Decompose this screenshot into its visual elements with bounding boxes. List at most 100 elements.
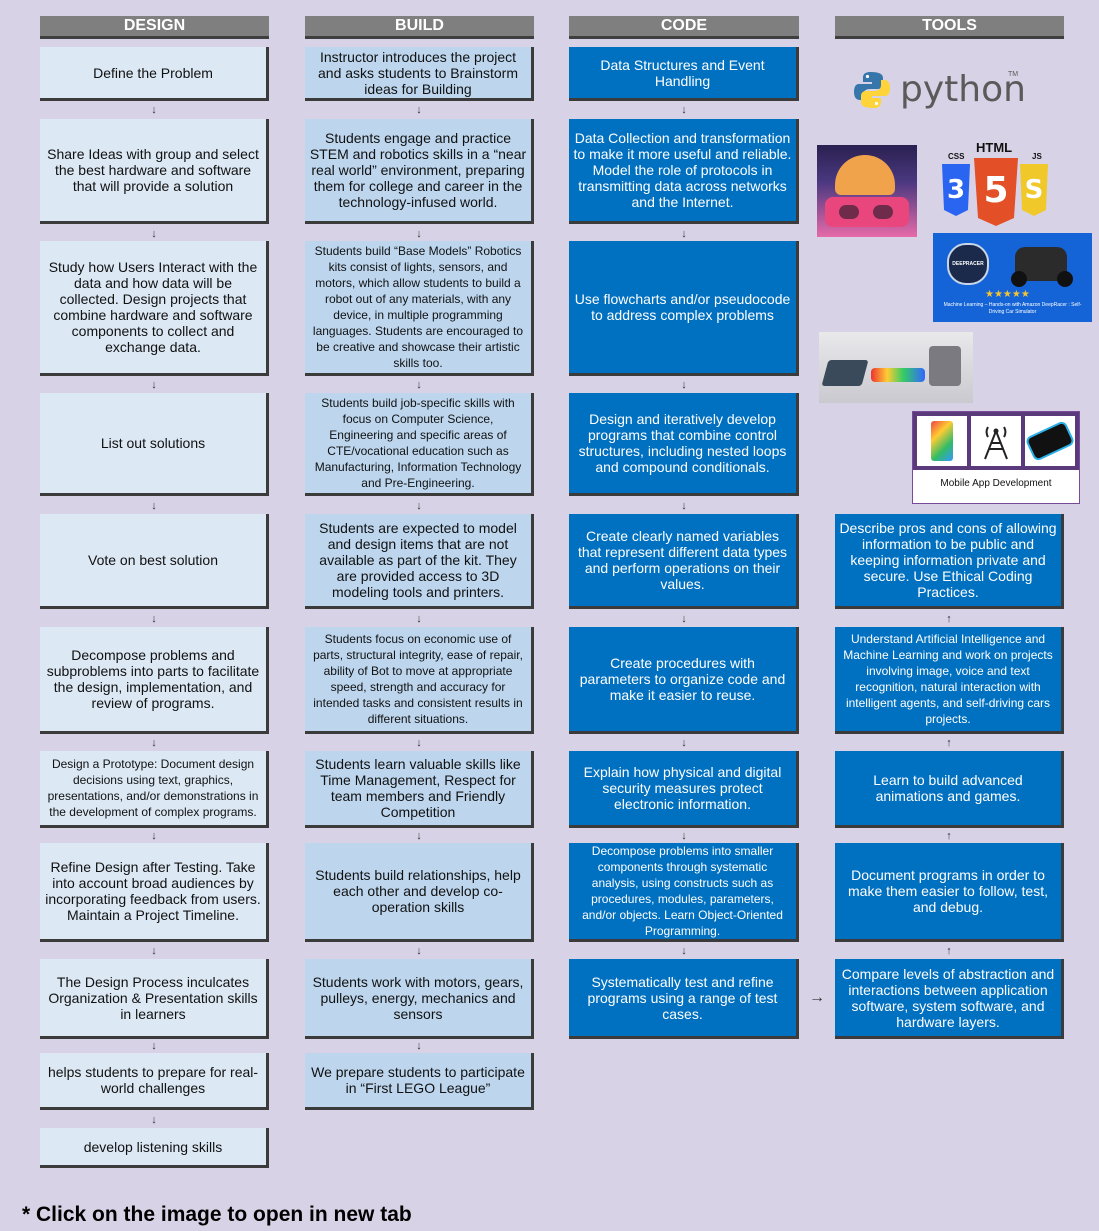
design-step-text: Vote on best solution (88, 552, 218, 568)
build-step-2: Students engage and practice STEM and ro… (305, 119, 534, 224)
design-step-text: Study how Users Interact with the data a… (48, 259, 258, 355)
build-step-text: Students learn valuable skills like Time… (315, 756, 521, 820)
code-step-9: Systematically test and refine programs … (569, 959, 799, 1039)
design-step-7: Design a Prototype: Document design deci… (40, 751, 269, 828)
design-step-text: List out solutions (100, 435, 206, 451)
design-step-text: The Design Process inculcates Organizati… (48, 973, 258, 1022)
design-step-2: Share Ideas with group and select the be… (40, 119, 269, 224)
build-step-9: Students work with motors, gears, pulley… (305, 959, 534, 1039)
cell-tower-icon (971, 416, 1021, 466)
down-arrow: ↓ (151, 500, 157, 512)
build-step-text: Students build “Base Models” Robotics ki… (312, 244, 524, 370)
tools-step-text: Compare levels of abstraction and intera… (841, 965, 1055, 1030)
deepracer-caption: Machine Learning – Hands-on with Amazon … (943, 302, 1082, 315)
design-header: DESIGN (40, 16, 269, 39)
vr-lens (839, 205, 859, 219)
tools-header: TOOLS (835, 16, 1064, 39)
code-step-8: Decompose problems into smaller componen… (569, 843, 799, 942)
html-css-js-logo[interactable]: HTML CSS JS 3 S 5 (936, 138, 1056, 228)
tools-step-text: Understand Artificial Intelligence and M… (843, 632, 1053, 726)
design-step-text: Share Ideas with group and select the be… (47, 146, 259, 194)
design-step-text: Decompose problems and subproblems into … (46, 647, 260, 711)
build-step-text: Students are expected to model and desig… (319, 520, 517, 600)
down-arrow: ↓ (151, 613, 157, 625)
down-arrow: ↓ (681, 613, 687, 625)
build-step-text: Students build relationships, help each … (315, 867, 521, 915)
build-step-7: Students learn valuable skills like Time… (305, 751, 534, 828)
racer-wheel-icon (1011, 271, 1027, 287)
design-step-text: helps students to prepare for real-world… (47, 1064, 259, 1096)
css-label: CSS (948, 152, 965, 161)
code-step-text: Use flowcharts and/or pseudocode to addr… (574, 291, 791, 323)
phone-body (1024, 419, 1076, 463)
tools-step-5: Compare levels of abstraction and intera… (835, 959, 1064, 1039)
character-figure (835, 155, 895, 195)
python-wordmark: python (900, 69, 1023, 110)
down-arrow: ↓ (416, 104, 422, 116)
mobile-app-caption: Mobile App Development (940, 478, 1052, 489)
down-arrow: ↓ (416, 945, 422, 957)
up-arrow: ↑ (946, 737, 952, 749)
code-header: CODE (569, 16, 799, 39)
build-step-text: Students work with motors, gears, pulley… (312, 973, 524, 1022)
design-step-text: develop listening skills (83, 1138, 223, 1155)
build-step-text: Students focus on economic use of parts,… (313, 632, 523, 726)
down-arrow: ↓ (681, 500, 687, 512)
down-arrow: ↓ (416, 613, 422, 625)
build-step-text: We prepare students to participate in “F… (311, 1064, 525, 1096)
tools-step-text: Describe pros and cons of allowing infor… (839, 520, 1057, 600)
down-arrow: ↓ (681, 104, 687, 116)
down-arrow: ↓ (151, 1114, 157, 1126)
js-label: JS (1032, 152, 1042, 161)
code-step-7: Explain how physical and digital securit… (569, 751, 799, 828)
design-step-1: Define the Problem (40, 47, 269, 101)
python-trademark: TM (1008, 71, 1019, 78)
robot-arm (929, 346, 961, 386)
design-step-9: The Design Process inculcates Organizati… (40, 959, 269, 1039)
html-label: HTML (976, 140, 1013, 155)
code-step-text: Create procedures with parameters to org… (579, 655, 786, 703)
mobile-phone-icon (1024, 416, 1076, 466)
design-step-text: Define the Problem (93, 64, 213, 81)
code-step-text: Systematically test and refine programs … (587, 973, 778, 1022)
tablet-device (821, 360, 869, 386)
design-step-text: Refine Design after Testing. Take into a… (45, 859, 261, 923)
code-step-5: Create clearly named variables that repr… (569, 514, 799, 609)
code-step-3: Use flowcharts and/or pseudocode to addr… (569, 241, 799, 376)
python-icon (854, 72, 890, 108)
code-step-1: Data Structures and Event Handling (569, 47, 799, 101)
robot-parts (871, 368, 925, 382)
up-arrow: ↑ (946, 945, 952, 957)
down-arrow: ↓ (681, 379, 687, 391)
vr-classroom-image[interactable] (817, 145, 917, 237)
deepracer-image[interactable]: DEEPRACER ★★★★★ Machine Learning – Hands… (933, 233, 1092, 322)
design-step-10: helps students to prepare for real-world… (40, 1053, 269, 1110)
svg-text:5: 5 (983, 170, 1008, 211)
up-arrow: ↑ (946, 613, 952, 625)
code-step-text: Decompose problems into smaller componen… (582, 844, 783, 938)
tower-icon (984, 426, 1008, 460)
tools-step-3: Learn to build advanced animations and g… (835, 751, 1064, 828)
python-logo[interactable]: python TM (848, 66, 1023, 114)
robotics-kit-image[interactable] (819, 332, 973, 403)
mobile-app-image[interactable]: Mobile App Development (912, 411, 1080, 504)
design-step-11: develop listening skills (40, 1128, 269, 1168)
code-step-6: Create procedures with parameters to org… (569, 627, 799, 734)
build-step-3: Students build “Base Models” Robotics ki… (305, 241, 534, 376)
down-arrow: ↓ (416, 737, 422, 749)
down-arrow: ↓ (681, 830, 687, 842)
build-step-8: Students build relationships, help each … (305, 843, 534, 942)
design-step-6: Decompose problems and subproblems into … (40, 627, 269, 734)
vr-lens (873, 205, 893, 219)
right-arrow: → (809, 989, 825, 1006)
down-arrow: ↓ (151, 379, 157, 391)
down-arrow: ↓ (681, 228, 687, 240)
build-header: BUILD (305, 16, 534, 39)
tools-step-text: Learn to build advanced animations and g… (873, 772, 1023, 804)
up-arrow: ↑ (946, 830, 952, 842)
design-step-4: List out solutions (40, 393, 269, 496)
design-step-3: Study how Users Interact with the data a… (40, 241, 269, 376)
build-step-5: Students are expected to model and desig… (305, 514, 534, 609)
build-step-4: Students build job-specific skills with … (305, 393, 534, 496)
down-arrow: ↓ (151, 830, 157, 842)
